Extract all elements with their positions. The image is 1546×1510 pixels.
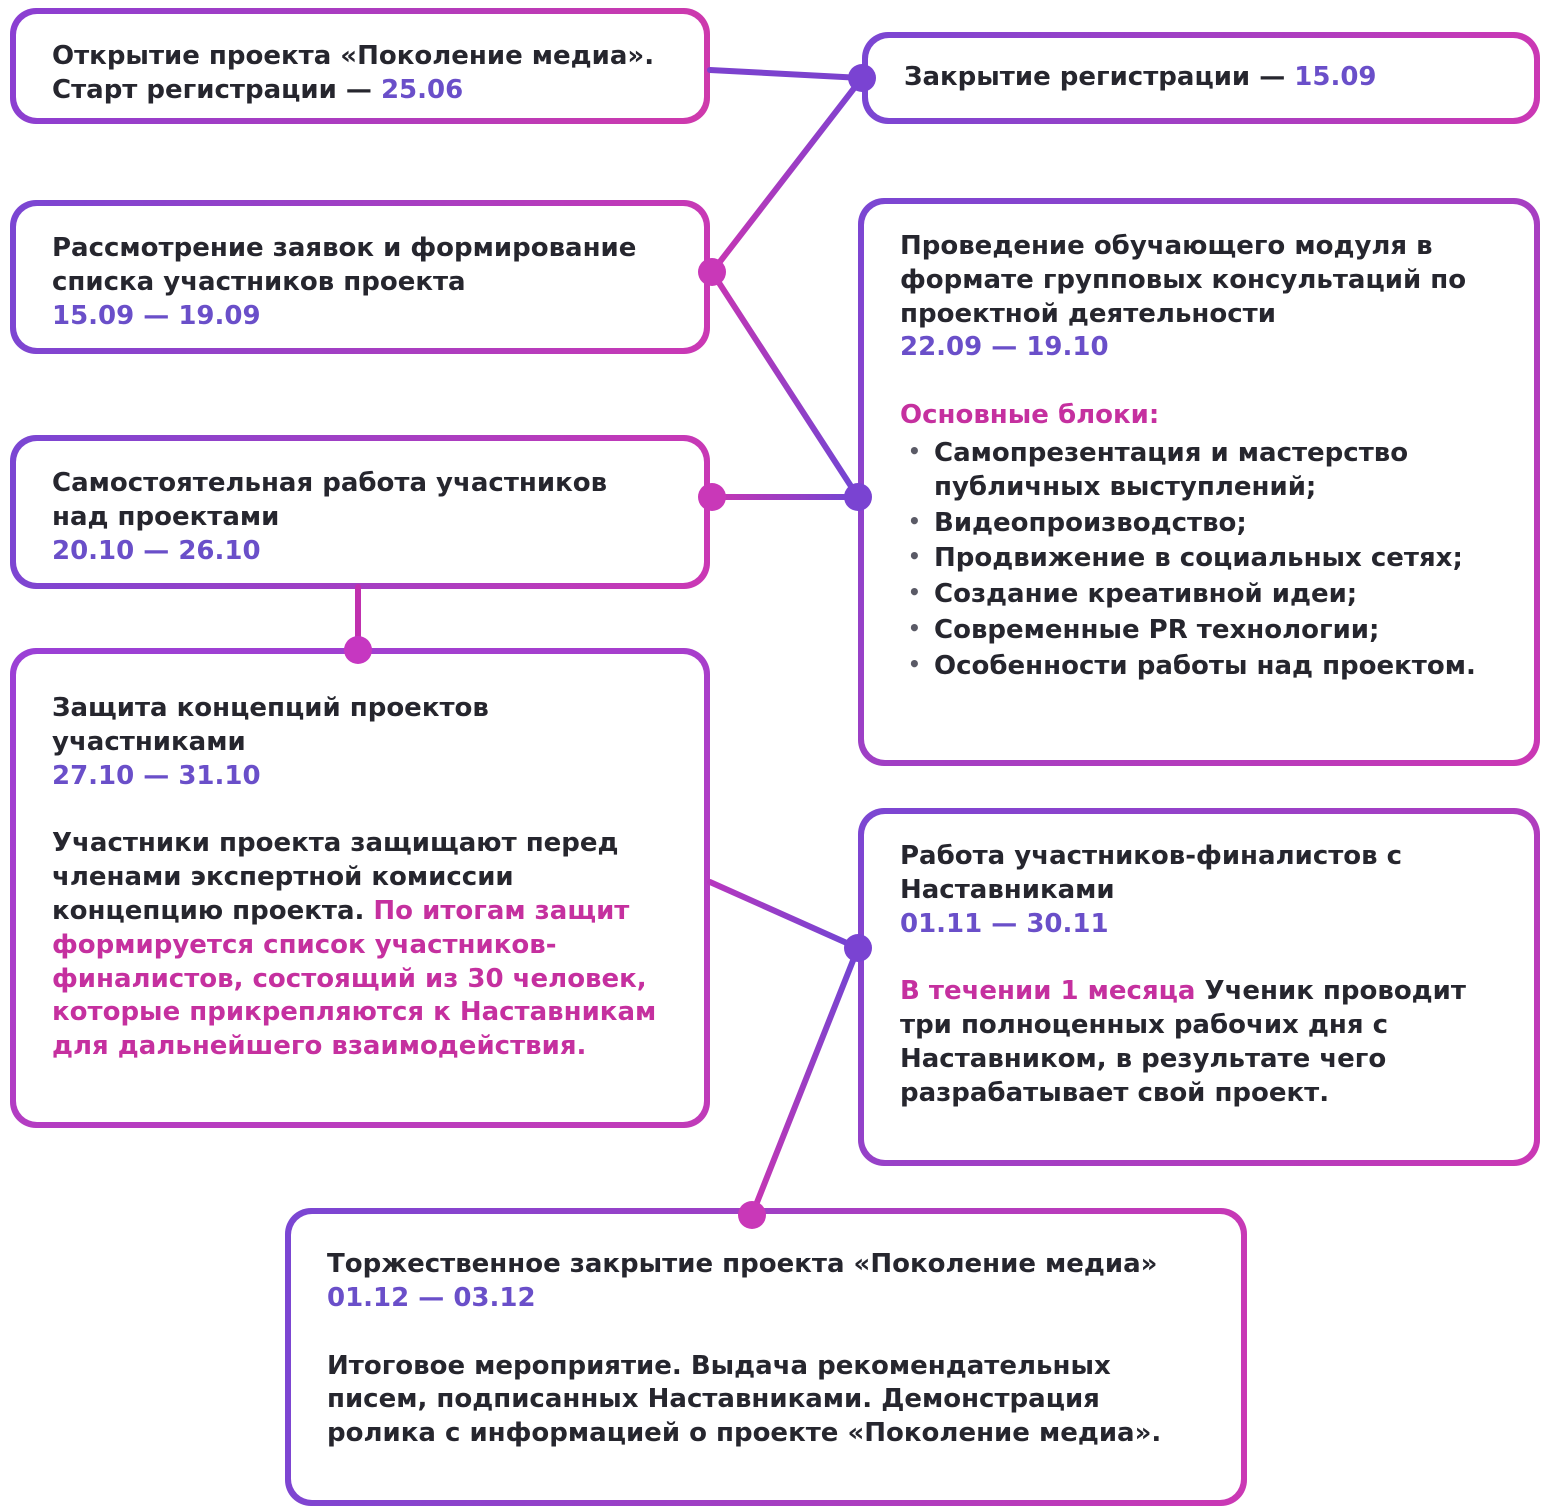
card-review: Рассмотрение заявок и формирование списк… <box>10 200 710 354</box>
card-registration-close-date: 15.09 <box>1294 62 1377 93</box>
card-registration-close-text: Закрытие регистрации — 15.09 <box>904 61 1377 95</box>
card-training-dates: 22.09 — 19.10 <box>900 332 1109 363</box>
card-training-title: Проведение обучающего модуля в формате г… <box>900 231 1467 329</box>
card-training-blocks-heading: Основные блоки: <box>900 400 1160 431</box>
card-independent-work: Самостоятельная работа участников над пр… <box>10 435 710 589</box>
list-item: Продвижение в социальных сетях; <box>900 542 1498 576</box>
card-closing: Торжественное закрытие проекта «Поколени… <box>285 1208 1247 1506</box>
card-opening-text: Открытие проекта «Поколение медиа». Стар… <box>52 40 668 108</box>
card-independent-work-body: Самостоятельная работа участников над пр… <box>16 441 704 583</box>
card-defense: Защита концепций проектов участниками 27… <box>10 648 710 1128</box>
list-item: Особенности работы над проектом. <box>900 650 1498 684</box>
list-item: Создание креативной идеи; <box>900 578 1498 612</box>
card-registration-close-body: Закрытие регистрации — 15.09 <box>868 38 1534 118</box>
card-opening: Открытие проекта «Поколение медиа». Стар… <box>10 8 710 124</box>
card-mentors-body: Работа участников-финалистов с Наставник… <box>864 814 1534 1160</box>
card-mentors-paragraph-normal: Ученик проводит три полноценных рабочих … <box>900 976 1466 1108</box>
card-defense-paragraph: Участники проекта защищают перед членами… <box>52 827 668 1064</box>
card-defense-paragraph-highlight: По итогам защит формируется список участ… <box>52 895 657 1062</box>
card-opening-title: Открытие проекта «Поколение медиа». Стар… <box>52 41 655 105</box>
card-training-blocks-list: Самопрезентация и мастерство публичных в… <box>900 437 1498 684</box>
card-review-body: Рассмотрение заявок и формирование списк… <box>16 206 704 348</box>
connector-line <box>749 945 861 1218</box>
card-closing-paragraph: Итоговое мероприятие. Выдача рекомендате… <box>327 1350 1162 1449</box>
list-item: Видеопроизводство; <box>900 507 1498 541</box>
connector-line <box>707 67 865 81</box>
card-defense-dates: 27.10 — 31.10 <box>52 760 261 791</box>
card-mentors-dates: 01.11 — 30.11 <box>900 908 1109 939</box>
connector-line <box>709 75 865 275</box>
card-defense-paragraph-normal: Участники проекта защищают перед членами… <box>52 828 619 926</box>
card-defense-title: Защита концепций проектов участниками <box>52 693 489 757</box>
card-closing-body: Торжественное закрытие проекта «Поколени… <box>291 1214 1241 1500</box>
card-mentors: Работа участников-финалистов с Наставник… <box>858 808 1540 1166</box>
card-closing-dates: 01.12 — 03.12 <box>327 1282 536 1313</box>
card-registration-close-title: Закрытие регистрации — <box>904 62 1295 93</box>
card-mentors-paragraph: В течении 1 месяца Ученик проводит три п… <box>900 975 1498 1110</box>
card-opening-date: 25.06 <box>380 74 464 105</box>
card-registration-close: Закрытие регистрации — 15.09 <box>862 32 1540 124</box>
card-independent-work-dates: 20.10 — 26.10 <box>52 535 261 566</box>
list-item: Самопрезентация и мастерство публичных в… <box>900 437 1498 505</box>
card-independent-work-title: Самостоятельная работа участников над пр… <box>52 468 608 532</box>
card-closing-title: Торжественное закрытие проекта «Поколени… <box>327 1249 1158 1279</box>
card-mentors-title: Работа участников-финалистов с Наставник… <box>900 841 1403 905</box>
card-review-title: Рассмотрение заявок и формирование списк… <box>52 233 637 297</box>
card-training-body: Проведение обучающего модуля в формате г… <box>864 204 1534 760</box>
card-training: Проведение обучающего модуля в формате г… <box>858 198 1540 766</box>
connector-line <box>707 879 861 951</box>
connector-line <box>709 269 861 500</box>
card-defense-body: Защита концепций проектов участниками 27… <box>16 654 704 1122</box>
card-opening-body: Открытие проекта «Поколение медиа». Стар… <box>16 14 704 118</box>
list-item: Современные PR технологии; <box>900 614 1498 648</box>
card-mentors-paragraph-highlight: В течении 1 месяца <box>900 976 1196 1007</box>
card-review-dates: 15.09 — 19.09 <box>52 300 261 331</box>
